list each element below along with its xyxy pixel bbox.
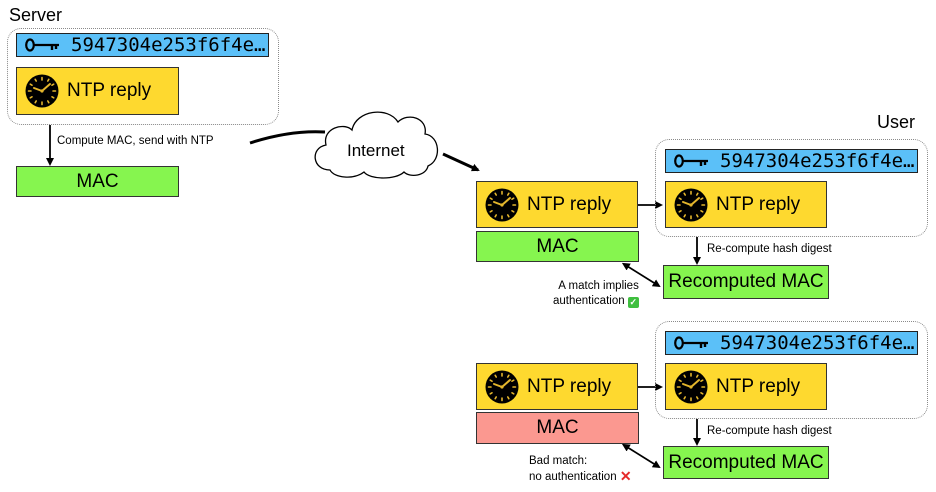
s1-user-ntp-label: NTP reply bbox=[716, 193, 801, 215]
key-icon bbox=[25, 38, 61, 52]
clock-icon bbox=[25, 74, 59, 108]
server-key-value: 5947304e253f6f4e… bbox=[71, 34, 266, 56]
server-container bbox=[7, 28, 279, 125]
s2-user-key-value: 5947304e253f6f4e… bbox=[720, 332, 915, 354]
check-mark-icon: ✓ bbox=[627, 297, 639, 308]
server-mac-label: MAC bbox=[76, 170, 119, 192]
s2-recomputed-mac: Recomputed MAC bbox=[663, 446, 829, 479]
s1-recomputed-mac-label: Recomputed MAC bbox=[668, 271, 824, 292]
key-icon bbox=[674, 154, 710, 168]
s2-user-ntp-label: NTP reply bbox=[716, 375, 801, 397]
s1-result-text: A match implies authentication ✓ bbox=[553, 279, 639, 309]
s2-received-ntp-label: NTP reply bbox=[527, 375, 612, 397]
server-key-bar: 5947304e253f6f4e… bbox=[16, 33, 269, 57]
clock-icon bbox=[485, 188, 519, 222]
s2-result-line1: Bad match: bbox=[529, 455, 588, 467]
s1-received-ntp-label: NTP reply bbox=[527, 193, 612, 215]
s1-result-line1: A match implies bbox=[558, 280, 639, 292]
server-title: Server bbox=[9, 5, 63, 25]
s2-recompute-label: Re-compute hash digest bbox=[707, 425, 832, 437]
clock-icon bbox=[674, 188, 708, 222]
s2-user-key-bar: 5947304e253f6f4e… bbox=[665, 331, 918, 355]
s1-recomputed-mac: Recomputed MAC bbox=[663, 265, 829, 299]
s1-recompute-label: Re-compute hash digest bbox=[707, 243, 832, 255]
s1-received-mac: MAC bbox=[476, 231, 639, 262]
s1-received-mac-label: MAC bbox=[536, 235, 579, 257]
s2-result-line2: no authentication bbox=[529, 471, 617, 483]
s2-received-mac-label: MAC bbox=[536, 417, 579, 438]
clock-icon bbox=[485, 370, 519, 404]
compute-mac-label: Compute MAC, send with NTP bbox=[57, 135, 214, 147]
s2-compare-arrow bbox=[621, 443, 661, 469]
s1-user-key-value: 5947304e253f6f4e… bbox=[720, 150, 915, 172]
server-ntp-reply: NTP reply bbox=[16, 67, 179, 115]
s2-received-mac: MAC bbox=[476, 412, 639, 444]
s1-user-ntp: NTP reply bbox=[665, 181, 827, 228]
s2-result-text: Bad match: no authentication ✕ bbox=[529, 454, 632, 485]
s1-received-ntp: NTP reply bbox=[476, 181, 638, 228]
s2-received-ntp: NTP reply bbox=[476, 363, 638, 410]
s2-recomputed-mac-label: Recomputed MAC bbox=[668, 451, 824, 473]
key-icon bbox=[674, 336, 710, 350]
cross-mark-icon: ✕ bbox=[619, 468, 632, 484]
internet-curve-out bbox=[442, 152, 480, 172]
s2-user-container bbox=[655, 321, 928, 419]
s1-result-line2: authentication bbox=[553, 295, 625, 307]
s1-user-key-bar: 5947304e253f6f4e… bbox=[665, 149, 918, 173]
internet-curve-in bbox=[249, 130, 326, 145]
user-title: User bbox=[877, 112, 916, 132]
server-mac: MAC bbox=[16, 166, 179, 197]
server-ntp-label: NTP reply bbox=[67, 80, 152, 101]
internet-label: Internet bbox=[347, 141, 405, 160]
s1-user-container bbox=[655, 139, 928, 237]
clock-icon bbox=[674, 370, 708, 404]
s2-user-ntp: NTP reply bbox=[665, 363, 827, 410]
